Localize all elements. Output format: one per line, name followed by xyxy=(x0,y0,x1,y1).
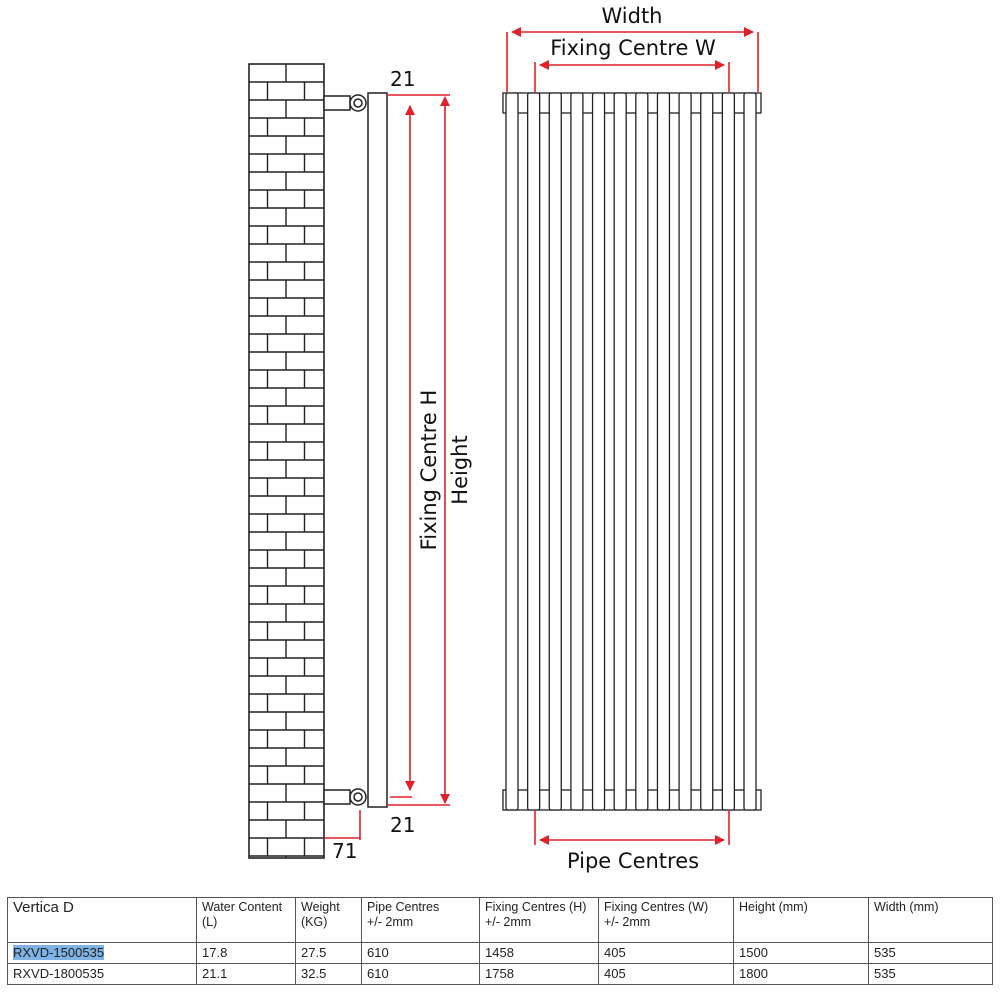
header-fixing-centres-h: Fixing Centres (H)+/- 2mm xyxy=(479,897,599,943)
radiator-column xyxy=(635,92,649,811)
cell-weight: 27.5 xyxy=(295,942,362,964)
cell-water-content: 17.8 xyxy=(196,942,296,964)
radiator-column xyxy=(656,92,671,811)
radiator-column xyxy=(570,92,584,811)
fixing-centre-w-label: Fixing Centre W xyxy=(550,36,716,60)
cell-water-content: 21.1 xyxy=(196,963,296,985)
radiator-column xyxy=(721,92,736,811)
pipe-centres-label: Pipe Centres xyxy=(567,849,699,873)
radiator-column xyxy=(526,92,541,811)
brick-wall xyxy=(248,63,325,859)
radiator-column xyxy=(678,92,692,811)
bottom-header-bar xyxy=(502,789,762,811)
top-offset-label: 21 xyxy=(390,67,415,91)
width-label: Width xyxy=(601,4,662,28)
header-width: Width (mm) xyxy=(868,897,993,943)
bottom-offset-label: 21 xyxy=(390,813,415,837)
radiator-side-view xyxy=(323,92,388,808)
table-row: RXVD-1500535 17.8 27.5 610 1458 405 1500… xyxy=(7,942,993,964)
cell-fixing-centres-h: 1758 xyxy=(479,963,599,985)
radiator-column xyxy=(743,92,757,811)
radiator-column xyxy=(700,92,714,811)
table-header-row: Vertica D Water Content(L) Weight(KG) Pi… xyxy=(7,897,993,943)
wall-depth-label: 71 xyxy=(332,839,357,863)
cell-fixing-centres-w: 405 xyxy=(598,963,734,985)
cell-pipe-centres: 610 xyxy=(361,942,480,964)
cell-height: 1500 xyxy=(733,942,869,964)
radiator-column xyxy=(591,92,606,811)
spec-table: Vertica D Water Content(L) Weight(KG) Pi… xyxy=(7,897,993,985)
side-dimensions xyxy=(324,94,450,840)
header-fixing-centres-w: Fixing Centres (W)+/- 2mm xyxy=(598,897,734,943)
header-height: Height (mm) xyxy=(733,897,869,943)
radiator-front-view xyxy=(502,92,762,811)
top-header-bar xyxy=(502,92,762,114)
cell-pipe-centres: 610 xyxy=(361,963,480,985)
cell-fixing-centres-h: 1458 xyxy=(479,942,599,964)
header-weight: Weight(KG) xyxy=(295,897,362,943)
product-name: Vertica D xyxy=(7,897,197,943)
front-dimensions xyxy=(506,27,759,845)
cell-fixing-centres-w: 405 xyxy=(598,942,734,964)
cell-weight: 32.5 xyxy=(295,963,362,985)
cell-width: 535 xyxy=(868,963,993,985)
row-code[interactable]: RXVD-1800535 xyxy=(7,963,197,985)
radiator-diagram: 21 21 71 Fixing Centre H Height Width Fi… xyxy=(248,4,762,873)
fixing-centre-h-label: Fixing Centre H xyxy=(417,390,441,551)
table-row: RXVD-1800535 21.1 32.5 610 1758 405 1800… xyxy=(7,963,993,985)
cell-height: 1800 xyxy=(733,963,869,985)
radiator-column xyxy=(505,92,519,811)
header-water-content: Water Content(L) xyxy=(196,897,296,943)
header-pipe-centres: Pipe Centres+/- 2mm xyxy=(361,897,480,943)
cell-width: 535 xyxy=(868,942,993,964)
radiator-column xyxy=(613,92,627,811)
radiator-column xyxy=(548,92,562,811)
height-label: Height xyxy=(448,435,472,504)
row-code[interactable]: RXVD-1500535 xyxy=(7,942,197,964)
